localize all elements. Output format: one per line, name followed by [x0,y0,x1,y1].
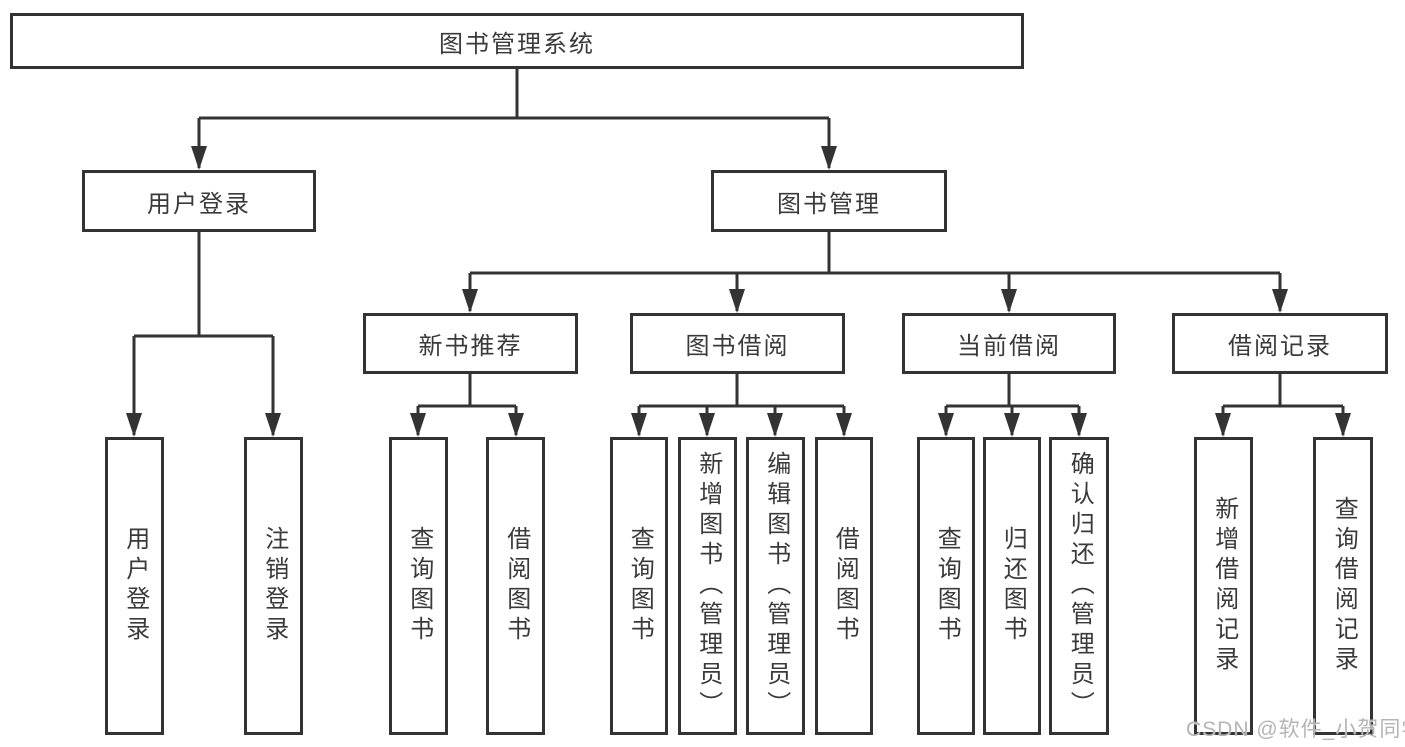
leaf-borrow-books-recommend: 借阅图书 [486,437,545,735]
node-label: 查询图书 [933,526,961,646]
leaf-query-books-recommend: 查询图书 [389,437,448,735]
node-label: 新增借阅记录 [1210,496,1238,676]
node-label: 注销登录 [260,526,288,646]
node-label: 用户登录 [121,526,149,646]
leaf-logout: 注销登录 [244,437,303,735]
node-book-management: 图书管理 [711,170,947,232]
node-label: 新书推荐 [418,333,523,360]
node-new-book-recommend: 新书推荐 [363,313,578,374]
leaf-add-borrow-record: 新增借阅记录 [1194,437,1253,735]
node-label: 借阅图书 [831,526,859,646]
node-label: 图书借阅 [685,333,790,360]
node-label: 查询借阅记录 [1330,496,1358,676]
node-user-login: 用户登录 [82,170,316,232]
leaf-borrow-books: 借阅图书 [815,437,873,735]
node-label: 借阅记录 [1228,333,1332,360]
leaf-return-books: 归还图书 [983,437,1041,735]
leaf-user-login: 用户登录 [105,437,164,735]
node-label: 当前借阅 [957,333,1061,360]
node-borrow-record: 借阅记录 [1172,313,1388,374]
leaf-query-books-borrow: 查询图书 [610,437,668,735]
node-label: 图书管理 [777,190,881,218]
leaf-query-books-current: 查询图书 [917,437,975,735]
node-current-borrow: 当前借阅 [902,313,1116,374]
node-label: 图书管理系统 [439,30,595,58]
node-label: 查询图书 [626,526,654,646]
node-label: 用户登录 [147,190,251,218]
node-book-borrow: 图书借阅 [630,313,845,374]
node-label: 编辑图书（管理员） [762,451,790,721]
node-root-library-system: 图书管理系统 [10,13,1024,69]
leaf-confirm-return-admin: 确认归还（管理员） [1049,437,1109,735]
leaf-edit-books-admin: 编辑图书（管理员） [746,437,805,735]
node-label: 借阅图书 [502,526,530,646]
leaf-query-borrow-record: 查询借阅记录 [1313,437,1373,735]
csdn-watermark: CSDN @软件_小贺同学 [1186,718,1405,741]
node-label: 新增图书（管理员） [694,451,722,721]
node-label: 查询图书 [405,526,433,646]
leaf-add-books-admin: 新增图书（管理员） [678,437,737,735]
node-label: 归还图书 [999,526,1027,646]
node-label: 确认归还（管理员） [1066,451,1094,721]
